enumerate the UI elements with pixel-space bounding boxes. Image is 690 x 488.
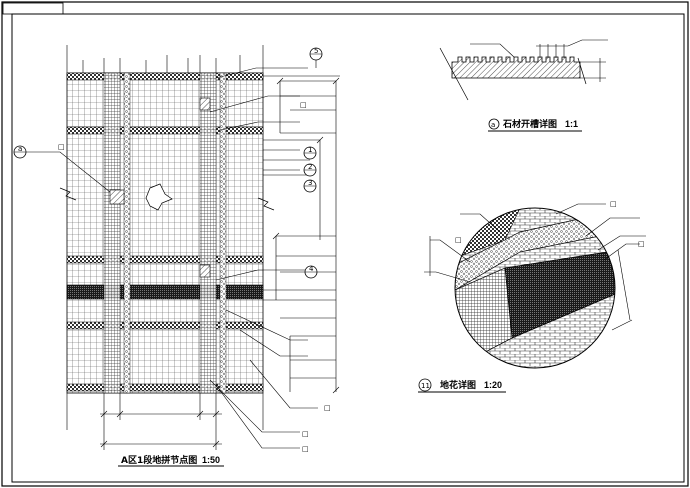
label-box-3: □ [302,430,309,438]
label-box-1: □ [300,101,307,109]
callout-mid-3: 3 [303,179,317,193]
groove-dimension-ticks [470,39,608,82]
plan-band-top [66,72,264,81]
plan-strip-3 [219,72,227,394]
groove-section [451,56,581,79]
flower-label-box-2: □ [638,240,645,248]
title-tab [2,2,64,15]
plan-dark-band [66,284,264,300]
plan-star-motif [145,183,173,211]
plan-field [66,72,264,394]
groove-break-left [439,47,469,101]
paving-plan: a □ [13,45,340,467]
plan-title: A区1段地拼节点图 [121,454,197,466]
plan-strip-1 [103,72,121,394]
left-break-mark [59,187,77,201]
callout-top-label: 5 [314,47,318,55]
callout-mid-1-label: 1 [308,146,312,154]
flower-label-box-1: □ [610,200,617,208]
groove-scale: 1:1 [565,119,578,129]
plan-band-4 [66,321,264,330]
flower-detail: □ □ □ 11 地花详图 1:20 [418,200,646,393]
right-break-mark [257,197,275,211]
callout-lower-label: 4 [309,265,314,273]
plan-band-bottom [66,383,264,392]
callout-lower: 4 [304,265,318,279]
flower-outline [454,207,616,369]
flower-index-bubble: 11 [418,378,432,392]
plan-strip-2 [199,72,217,394]
plan-scale: 1:50 [202,455,220,465]
left-callout-box: □ [58,143,65,151]
label-box-2: □ [324,404,331,412]
diagonal-leaders [209,67,318,449]
top-tick-lines [66,45,264,73]
plan-strip-4 [123,72,131,394]
left-callout: a □ [13,143,111,193]
plan-band-2 [66,126,264,135]
callout-mid-3-label: 3 [308,179,312,187]
callout-mid-2: 2 [303,163,317,177]
callout-mid-2-label: 2 [308,163,312,171]
flower-dots-band [455,209,615,291]
right-leader-lines [263,75,340,394]
flower-index: 11 [421,382,430,390]
callout-top: 5 [309,47,323,68]
flower-scale: 1:20 [484,380,502,390]
groove-index-bubble: a [488,118,500,130]
bottom-dimension [100,393,222,450]
groove-title: 石材开槽详图 [502,118,557,130]
groove-index: a [491,121,495,129]
groove-break-right [577,57,587,85]
flower-title: 地花详图 [440,379,476,391]
callout-mid-1: 1 [303,146,317,160]
sheet-inner-border [11,13,685,483]
groove-detail: a 石材开槽详图 1:1 [439,39,608,132]
left-callout-label: a [18,145,22,153]
flower-leaders [424,203,646,331]
plan-hatch-block-3 [199,264,211,278]
plan-hatch-block [109,189,125,205]
plan-hatch-block-2 [199,97,211,111]
label-box-4: □ [302,445,309,453]
flower-label-box-3: □ [455,236,462,244]
plan-band-3 [66,255,264,264]
